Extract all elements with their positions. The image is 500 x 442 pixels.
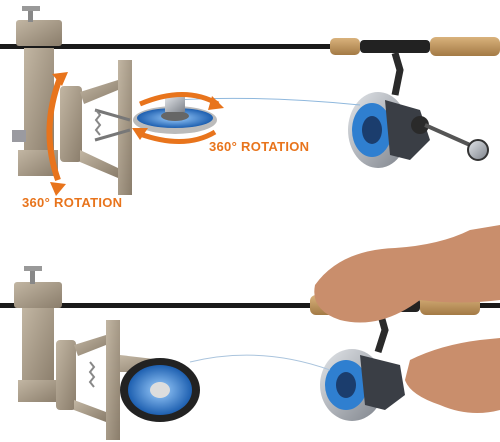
- hand-turning-reel: [405, 338, 500, 414]
- cork-grip-right-top: [430, 37, 500, 56]
- bottom-scene: [0, 225, 500, 440]
- fishing-rod-bottom: [0, 303, 500, 308]
- rotation-label-top: 360° ROTATION: [209, 139, 310, 154]
- reel-seat-top: [360, 40, 430, 53]
- cork-grip-left-top: [330, 38, 360, 55]
- rotation-arrows-top: [46, 72, 224, 196]
- fishing-line-bottom: [189, 354, 331, 371]
- spinning-reel-top: [348, 92, 489, 168]
- vertical-rotation-arrow: [46, 76, 63, 182]
- spinning-reel-bottom: [320, 311, 405, 421]
- fishing-line-top: [174, 97, 361, 106]
- fishing-rod-top: [0, 44, 500, 49]
- top-scene: [0, 6, 500, 196]
- hand-holding-rod: [314, 225, 500, 323]
- spool-holder-bottom: [56, 320, 200, 440]
- spool-holder-top: [60, 60, 217, 195]
- rod-clamp-bottom: [14, 266, 62, 402]
- reel-stem-top: [391, 52, 404, 96]
- rotation-label-left: 360° ROTATION: [22, 195, 123, 210]
